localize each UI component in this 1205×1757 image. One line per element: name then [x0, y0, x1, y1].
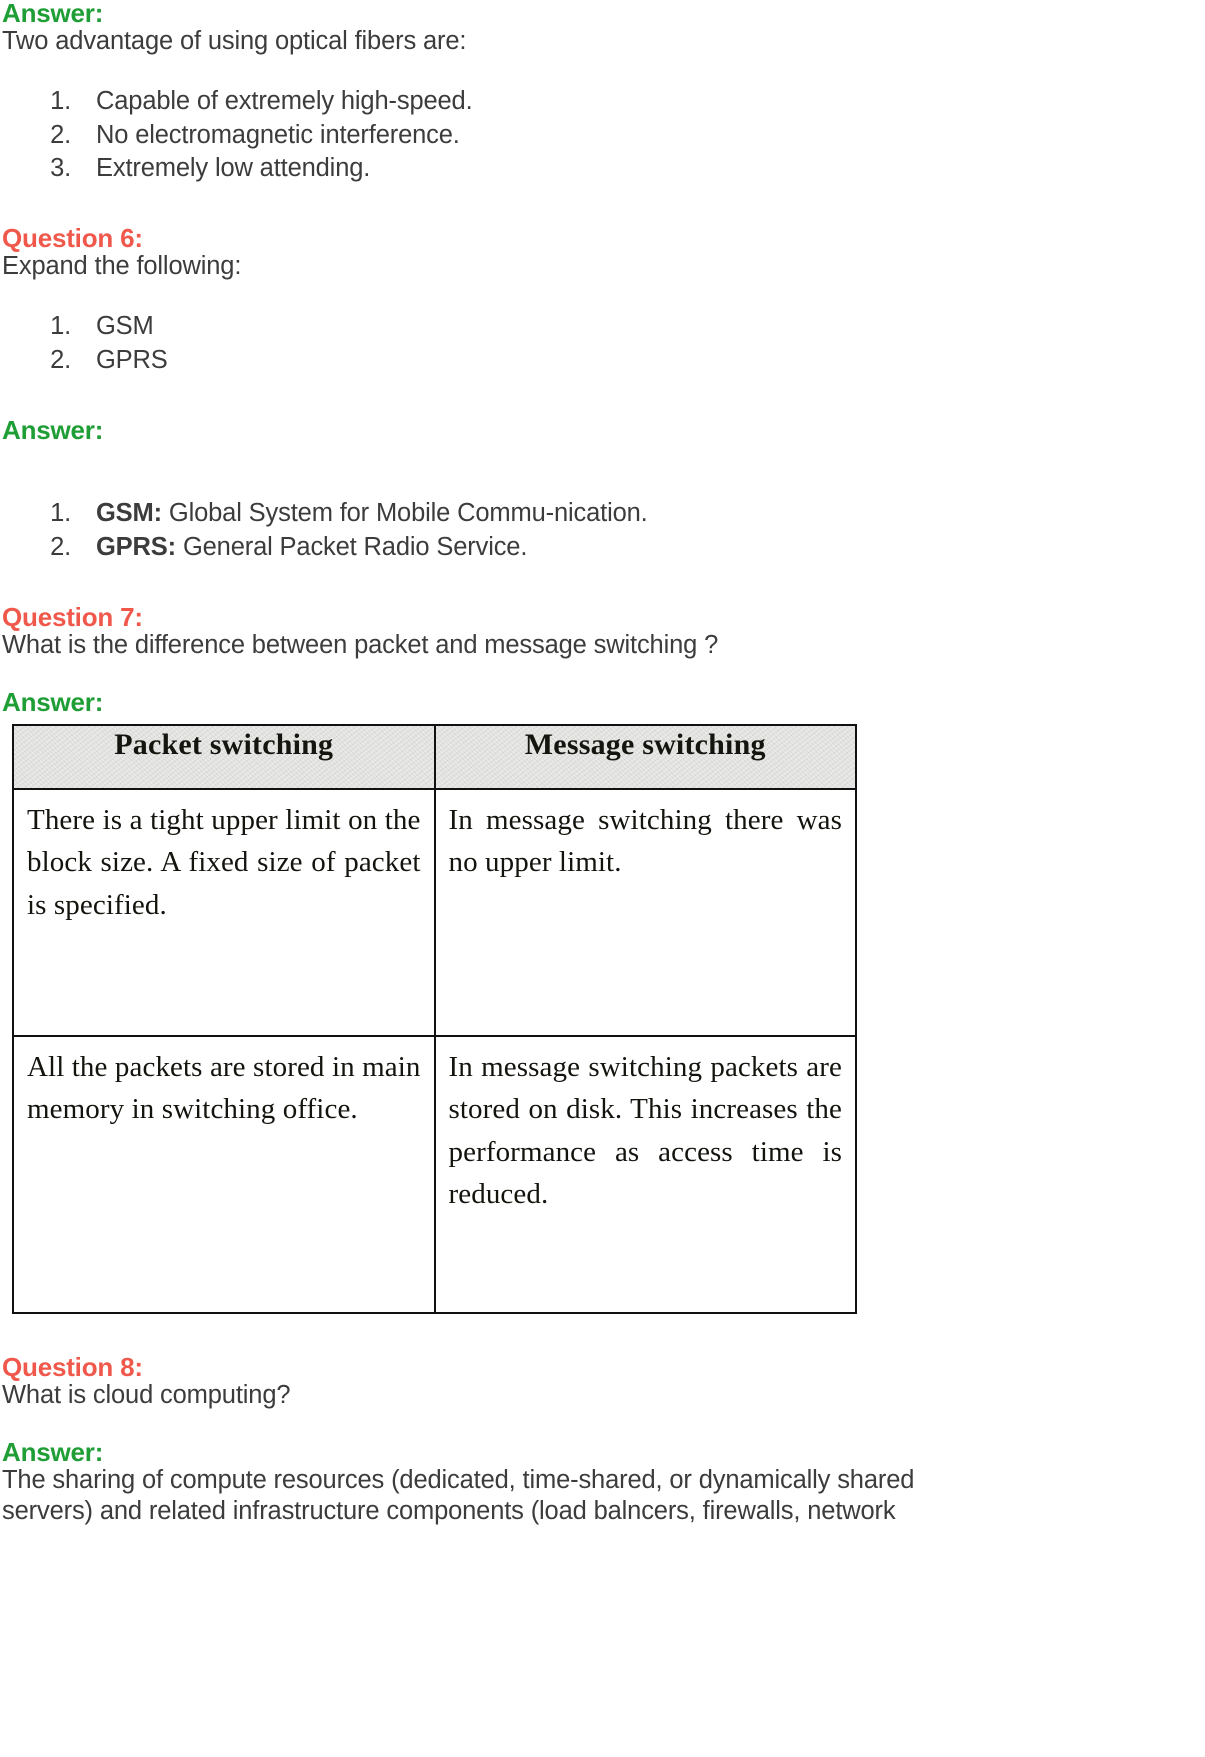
list-item: GSM [78, 310, 1205, 343]
spacer [0, 1314, 1205, 1354]
answer-6-list: GSM: Global System for Mobile Commu-nica… [0, 497, 1205, 564]
answer-8-section: Answer: The sharing of compute resources… [0, 1439, 1205, 1527]
question-7-section: Question 7: What is the difference betwe… [0, 604, 1205, 661]
question-8-prompt: What is cloud computing? [2, 1381, 291, 1410]
table-cell: In message switching packets are stored … [433, 1035, 857, 1315]
list-item-definition: Global System for Mobile Commu-nication. [161, 499, 648, 528]
table-header-cell-packet-switching: Packet switching [12, 724, 436, 791]
comparison-table-wrapper: Packet switching Message switching There… [0, 724, 1205, 1315]
table-body: There is a tight upper limit on the bloc… [12, 788, 857, 1315]
spacer [0, 57, 1205, 85]
table-header-cell-message-switching: Message switching [433, 724, 857, 791]
answer-8-heading: Answer: [2, 1437, 104, 1468]
table-cell: All the packets are stored in main memor… [12, 1035, 436, 1315]
question-8-section: Question 8: What is cloud computing? [0, 1354, 1205, 1411]
table-head: Packet switching Message switching [12, 724, 857, 791]
answer-8-line-1: The sharing of compute resources (dedica… [2, 1466, 915, 1495]
question-7-heading: Question 7: [2, 601, 143, 632]
answer-5-heading: Answer: [2, 0, 104, 28]
list-item-term: GSM: [96, 499, 162, 528]
answer-7-section: Answer: Packet switching Message switchi… [0, 687, 1205, 1315]
list-item: Extremely low attending. [78, 152, 1205, 185]
answer-5-section: Answer: Two advantage of using optical f… [0, 0, 1205, 185]
table-header-row: Packet switching Message switching [12, 724, 857, 791]
answer-6-heading: Answer: [2, 415, 104, 446]
spacer [0, 1411, 1205, 1439]
question-6-list: GSM GPRS [0, 310, 1205, 377]
question-6-section: Question 6: Expand the following: GSM GP… [0, 225, 1205, 377]
spacer [0, 282, 1205, 310]
list-item: GPRS [78, 344, 1205, 377]
table-cell: There is a tight upper limit on the bloc… [12, 788, 436, 1038]
question-6-prompt: Expand the following: [2, 252, 242, 281]
list-item: GSM: Global System for Mobile Commu-nica… [78, 497, 1205, 530]
table-cell: In message switching there was no upper … [433, 788, 857, 1038]
spacer [0, 185, 1205, 225]
answer-5-intro: Two advantage of using optical fibers ar… [2, 27, 467, 55]
list-item: Capable of extremely high-speed. [78, 85, 1205, 118]
list-item: No electromagnetic interference. [78, 119, 1205, 152]
list-item: GPRS: General Packet Radio Service. [78, 531, 1205, 564]
question-6-heading: Question 6: [2, 223, 143, 254]
question-7-prompt: What is the difference between packet an… [2, 630, 719, 659]
table-header-label: Message switching [524, 728, 766, 762]
spacer [0, 377, 1205, 417]
answer-7-heading: Answer: [2, 687, 104, 718]
table-row: All the packets are stored in main memor… [12, 1035, 857, 1315]
spacer [0, 715, 1205, 724]
table-header-label: Packet switching [114, 728, 334, 762]
spacer [0, 661, 1205, 689]
table-row: There is a tight upper limit on the bloc… [12, 788, 857, 1038]
question-8-heading: Question 8: [2, 1352, 143, 1383]
list-item-term: GPRS: [96, 532, 177, 561]
answer-8-line-2: servers) and related infrastructure comp… [2, 1497, 896, 1526]
answer-5-list: Capable of extremely high-speed. No elec… [0, 85, 1205, 185]
list-item-definition: General Packet Radio Service. [176, 532, 528, 561]
packet-vs-message-switching-table: Packet switching Message switching There… [12, 724, 857, 1315]
spacer [0, 564, 1205, 604]
spacer [0, 443, 1205, 497]
answer-6-section: Answer: GSM: Global System for Mobile Co… [0, 417, 1205, 564]
